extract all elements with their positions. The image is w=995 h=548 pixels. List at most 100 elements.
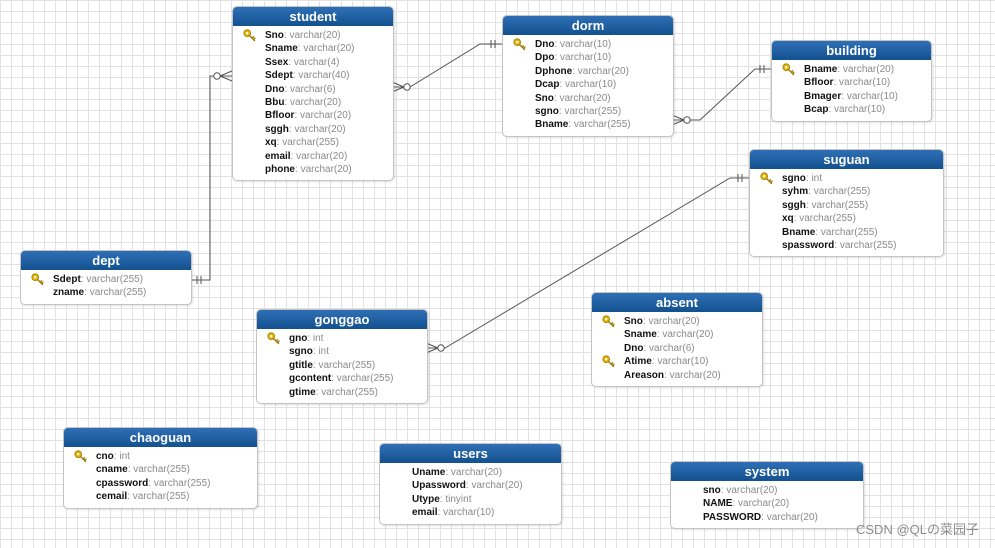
field-list: Sno: varchar(20)Sname: varchar(20)Dno: v…: [592, 312, 762, 386]
type-separator: :: [793, 213, 800, 225]
relation-dept-student[interactable]: [190, 70, 233, 284]
field-name: Atime: [624, 356, 652, 368]
type-separator: :: [558, 105, 565, 117]
field-row: Bmager: varchar(10): [772, 90, 931, 103]
watermark: CSDN @QLの菜园子: [856, 522, 979, 537]
field-row: Areason: varchar(20): [592, 369, 762, 382]
field-type: varchar(20): [669, 369, 721, 381]
field-row: sgno: varchar(255): [503, 105, 673, 118]
field-name: Areason: [624, 369, 665, 381]
field-name: syhm: [782, 186, 809, 198]
optional-circle-mark: [437, 344, 445, 352]
field-name: PASSWORD: [703, 511, 762, 523]
field-type: varchar(20): [726, 485, 778, 496]
field-row: cpassword: varchar(255): [64, 477, 257, 490]
field-type: varchar(20): [577, 65, 629, 77]
field-name: sggh: [265, 123, 289, 135]
field-name: NAME: [703, 498, 733, 510]
field-row: Sno: varchar(20): [233, 29, 393, 42]
relation-line: [672, 68, 771, 121]
primary-key-icon: [602, 315, 615, 328]
type-separator: :: [828, 104, 835, 116]
type-separator: :: [80, 274, 87, 285]
field-name: Sdept: [53, 274, 81, 285]
field-name: email: [265, 150, 291, 162]
field-row: Bbu: varchar(20): [233, 96, 393, 109]
field-row: Uname: varchar(20): [380, 466, 561, 479]
type-separator: :: [439, 493, 446, 505]
type-separator: :: [437, 507, 444, 519]
field-row: Bname: varchar(255): [750, 226, 943, 239]
field-row: phone: varchar(20): [233, 163, 393, 176]
field-type: varchar(255): [799, 213, 856, 225]
field-row: Sdept: varchar(255): [21, 273, 191, 286]
field-row: Dphone: varchar(20): [503, 65, 673, 78]
primary-key-icon: [31, 273, 44, 286]
field-list: Sdept: varchar(255)zname: varchar(255): [21, 270, 191, 304]
field-name: Sname: [265, 43, 298, 55]
crowfoot-mark: [671, 119, 685, 126]
optional-circle-mark: [213, 72, 221, 80]
field-name: Bfloor: [804, 77, 834, 89]
type-separator: :: [288, 123, 295, 135]
field-type: varchar(20): [648, 316, 700, 327]
relation-dorm-student[interactable]: [391, 40, 502, 93]
crowfoot-mark: [391, 81, 405, 88]
field-row: Ssex: varchar(4): [233, 56, 393, 69]
type-separator: :: [833, 77, 840, 89]
crowfoot-mark: [219, 75, 233, 82]
field-type: varchar(20): [303, 43, 355, 55]
type-separator: :: [312, 359, 319, 371]
relation-suguan-gonggao[interactable]: [425, 174, 749, 354]
field-row: Dpo: varchar(10): [503, 51, 673, 64]
field-name: Dpo: [535, 52, 555, 64]
field-row: Sname: varchar(20): [592, 328, 762, 341]
type-separator: :: [761, 511, 767, 523]
type-separator: :: [307, 333, 313, 344]
field-type: varchar(20): [738, 498, 790, 510]
type-separator: :: [554, 52, 561, 64]
field-row: Sno: varchar(20): [503, 92, 673, 105]
field-type: varchar(20): [450, 467, 503, 478]
crowfoot-mark: [391, 86, 405, 93]
type-separator: :: [837, 64, 843, 75]
field-name: Bname: [804, 64, 838, 75]
field-row: Bname: varchar(20): [772, 63, 931, 76]
primary-key-icon: [267, 332, 280, 345]
field-name: Bbu: [265, 96, 285, 108]
field-name: Sname: [624, 329, 657, 341]
field-name: Bmager: [804, 90, 842, 102]
field-type: varchar(10): [443, 507, 495, 519]
table-title: student: [233, 7, 393, 26]
field-list: Bname: varchar(20)Bfloor: varchar(10)Bma…: [772, 60, 931, 121]
field-name: zname: [53, 287, 85, 299]
type-separator: :: [445, 467, 451, 478]
field-type: varchar(10): [657, 356, 709, 368]
type-separator: :: [127, 491, 133, 503]
field-row: spassword: varchar(255): [750, 239, 943, 252]
field-type: int: [318, 346, 330, 358]
type-separator: :: [284, 96, 291, 108]
field-row: Bcap: varchar(10): [772, 103, 931, 116]
field-row: Bname: varchar(255): [503, 118, 673, 131]
field-type: varchar(20): [300, 110, 352, 122]
optional-circle-mark: [403, 83, 411, 91]
field-row: Bfloor: varchar(10): [772, 76, 931, 89]
type-separator: :: [572, 65, 578, 77]
type-separator: :: [288, 56, 294, 68]
relation-building-dorm[interactable]: [671, 65, 771, 126]
field-row: Dcap: varchar(10): [503, 78, 673, 91]
crowfoot-mark: [425, 347, 439, 354]
field-type: varchar(255): [839, 239, 897, 251]
